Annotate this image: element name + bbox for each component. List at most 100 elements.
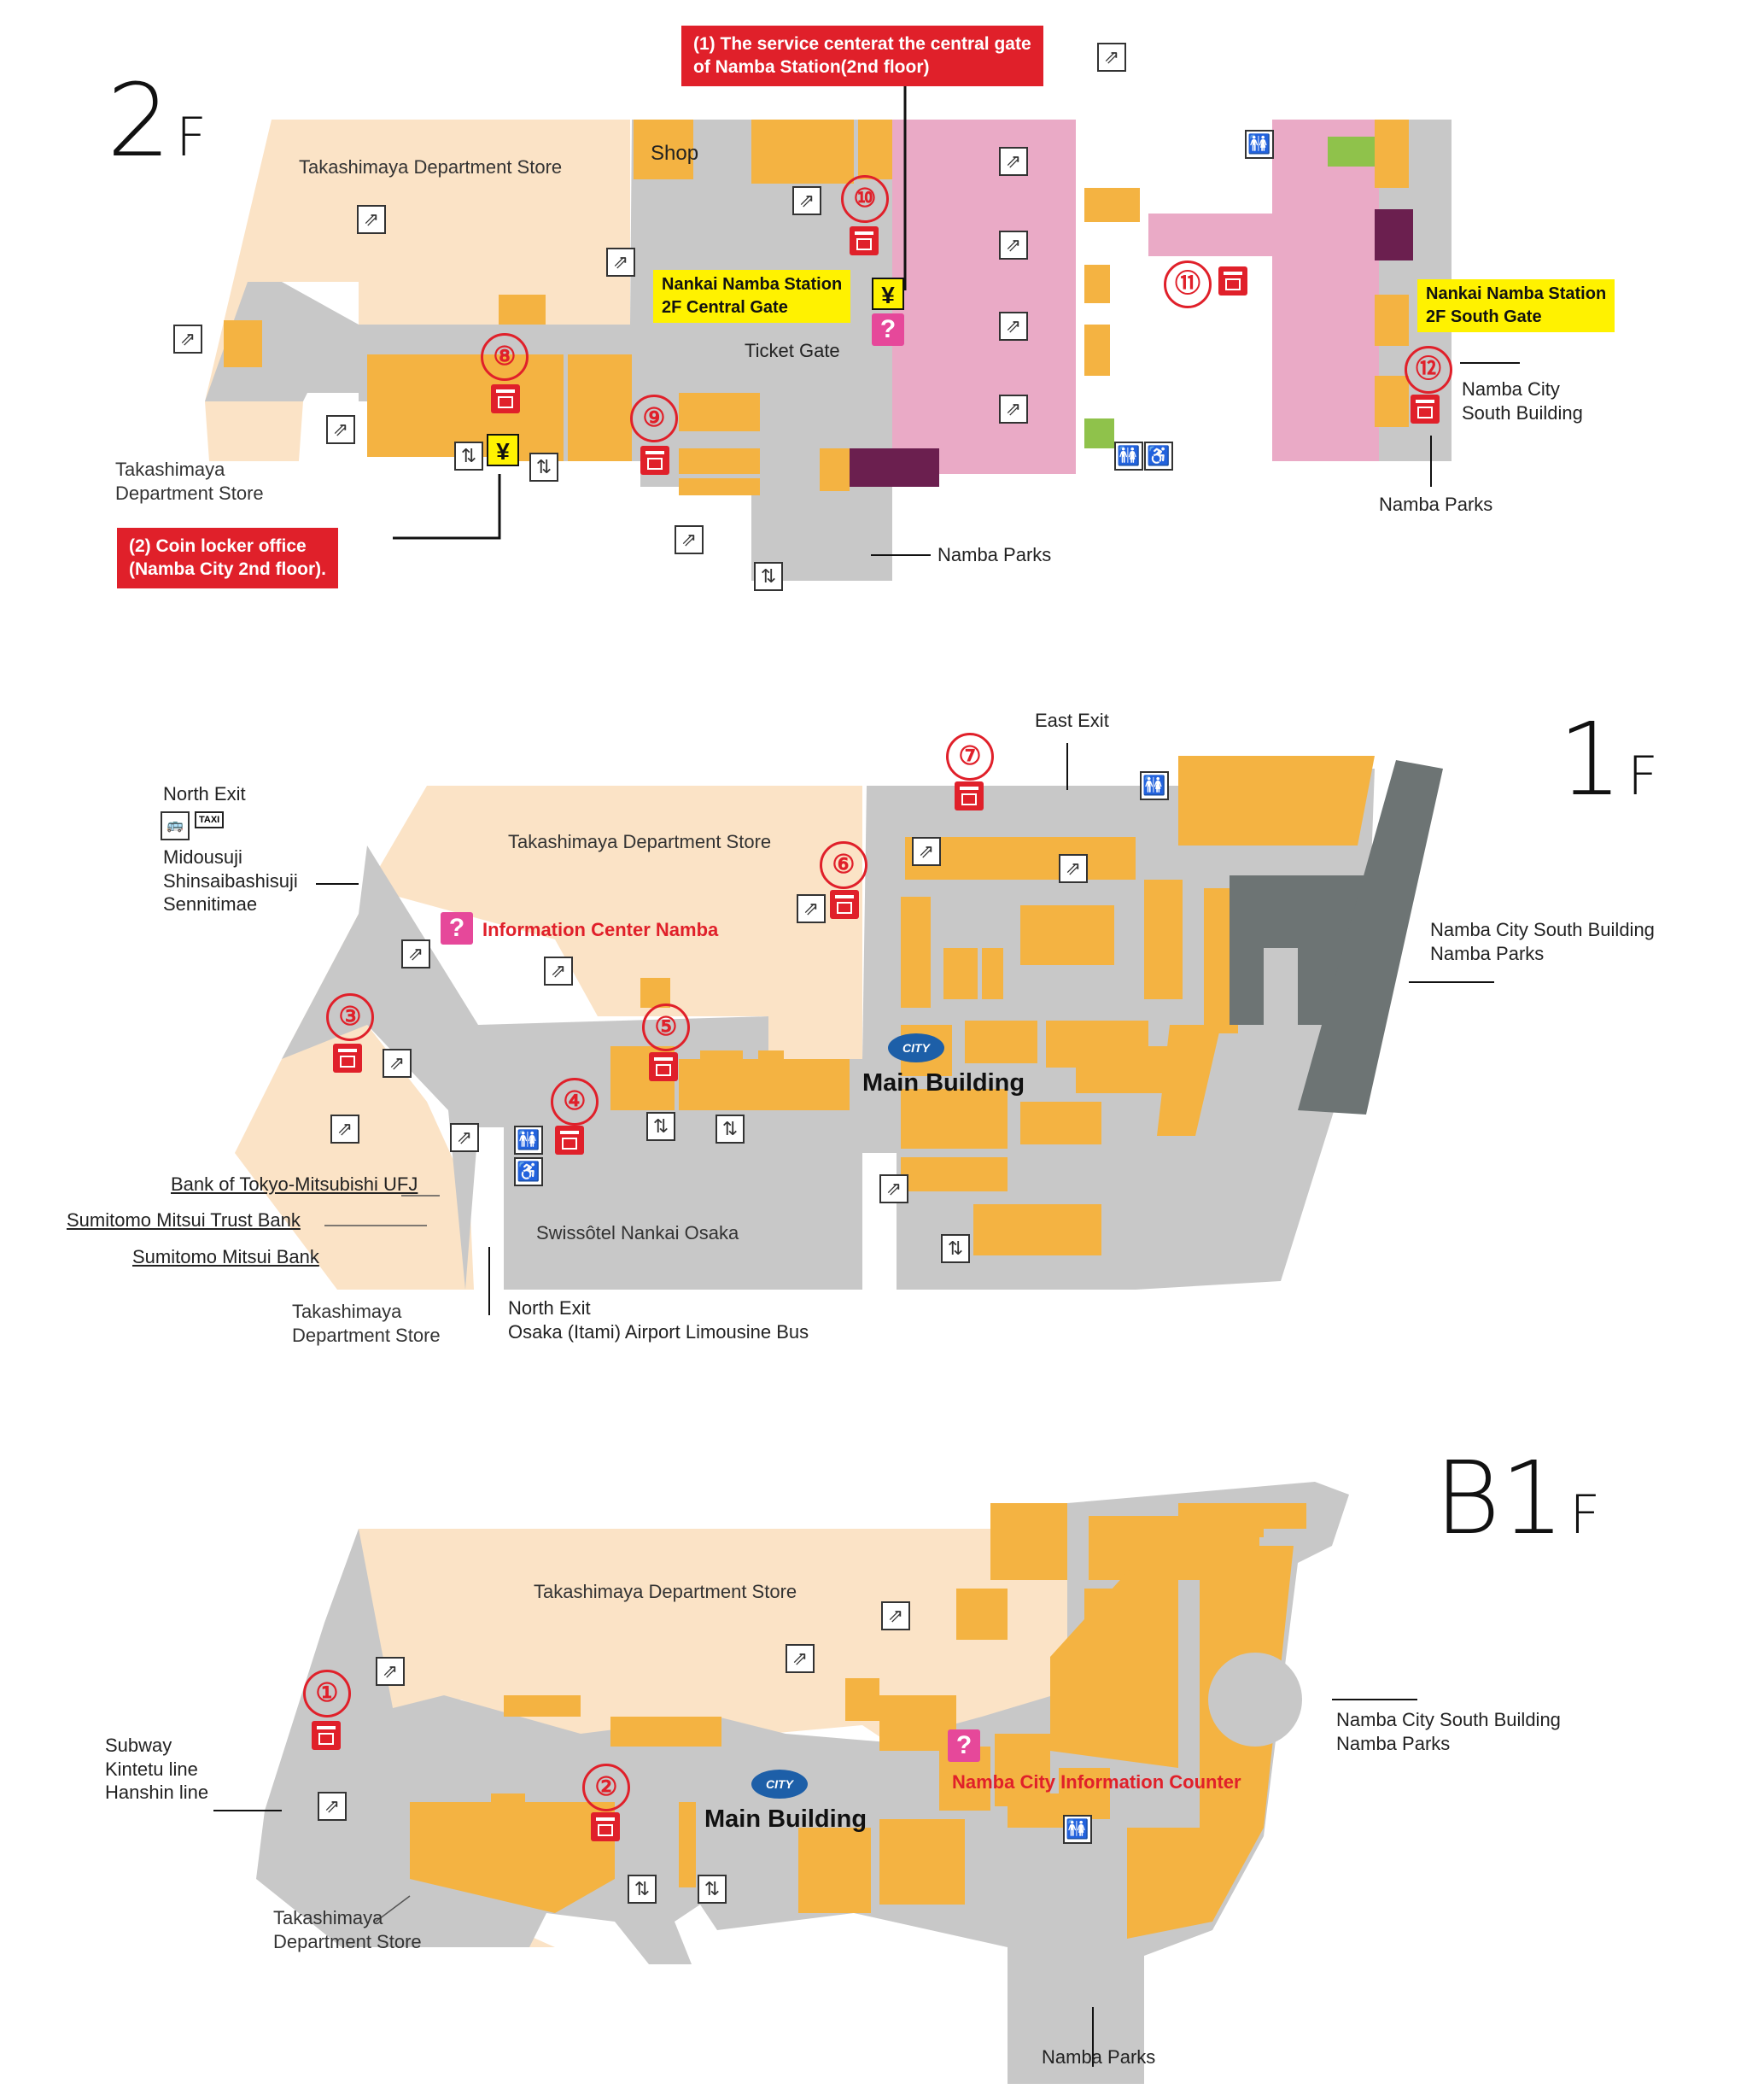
label-bank-mufj: Bank of Tokyo-Mitsubishi UFJ	[171, 1173, 418, 1195]
takashimaya-2f-left	[205, 401, 303, 461]
label-north-exit-destinations: Midousuji Shinsaibashisuji Sennitimae	[163, 846, 298, 915]
shop-b1	[410, 1802, 615, 1913]
shop-1f	[790, 1059, 850, 1106]
coin-locker-icon[interactable]	[955, 781, 984, 810]
shop-2f	[499, 295, 546, 325]
shop-1f	[905, 837, 1136, 880]
label-north-exit-top: North Exit	[163, 783, 246, 805]
restroom-icon: 🚻	[1245, 130, 1274, 159]
info-icon[interactable]: ?	[872, 313, 904, 346]
shop-2f	[1375, 120, 1409, 188]
locker-number-9: ⑨	[630, 395, 678, 442]
label-south-building-1f: Namba City South Building Namba Parks	[1430, 919, 1655, 964]
shop-1f	[965, 1021, 1037, 1063]
label-takashimaya-b1-top: Takashimaya Department Store	[534, 1581, 797, 1602]
escalator-icon: ⇗	[999, 395, 1028, 424]
escalator-icon: ⇗	[376, 1657, 405, 1686]
coin-locker-icon[interactable]	[649, 1052, 678, 1081]
locker-number-1: ①	[303, 1670, 351, 1717]
escalator-icon: ⇗	[357, 205, 386, 234]
locker-number-7: ⑦	[946, 733, 994, 781]
shop-1f	[1157, 1025, 1221, 1136]
gate-central-2f: Nankai Namba Station 2F Central Gate	[653, 270, 851, 323]
escalator-icon: ⇗	[675, 525, 704, 554]
coin-locker-icon[interactable]	[312, 1721, 341, 1750]
namba-city-logo: CITY	[751, 1770, 808, 1799]
shop-2f	[1084, 265, 1110, 303]
shop-b1	[845, 1678, 879, 1721]
coin-locker-icon[interactable]	[591, 1812, 620, 1841]
label-bank-smtb: Sumitomo Mitsui Trust Bank	[67, 1209, 301, 1231]
bridge-2f	[1148, 214, 1272, 256]
shop-b1	[679, 1802, 696, 1887]
label-takashimaya-1f-bottom: Takashimaya Department Store	[292, 1301, 441, 1346]
escalator-icon: ⇗	[330, 1115, 359, 1144]
escalator-icon: ⇗	[881, 1601, 910, 1630]
locker-number-2: ②	[582, 1764, 630, 1811]
floor-number: B1	[1434, 1439, 1565, 1557]
yen-icon[interactable]: ¥	[487, 434, 519, 466]
info-icon[interactable]: ?	[948, 1729, 980, 1762]
taxi-icon: TAXI	[195, 811, 225, 828]
shop-2f	[568, 354, 632, 461]
shop-1f	[973, 1204, 1101, 1255]
elevator-icon: ⇅	[941, 1234, 970, 1263]
nankai-station-2f	[892, 120, 1076, 474]
floor-title-2f: 2F	[107, 70, 207, 171]
coin-locker-icon[interactable]	[491, 384, 520, 413]
elevator-icon: ⇅	[529, 453, 558, 482]
escalator-icon: ⇗	[383, 1049, 412, 1078]
coin-locker-icon[interactable]	[830, 890, 859, 919]
label-shop-2f: Shop	[651, 142, 699, 165]
locker-number-10: ⑩	[841, 175, 889, 223]
coin-locker-icon[interactable]	[1411, 395, 1440, 424]
staff-booth-2f-south	[1375, 209, 1413, 260]
escalator-icon: ⇗	[606, 248, 635, 277]
corridor-1f	[282, 769, 1375, 1290]
label-namba-parks-2f-south: Namba Parks	[1379, 494, 1493, 515]
yen-icon[interactable]: ¥	[872, 278, 904, 310]
shop-1f	[1076, 1046, 1170, 1093]
bus-icon: 🚌	[161, 811, 190, 840]
wheelchair-icon: ♿	[514, 1157, 543, 1186]
label-takashimaya-2f-left: Takashimaya Department Store	[115, 459, 264, 504]
locker-number-8: ⑧	[481, 333, 529, 381]
shop-b1	[504, 1695, 581, 1717]
coin-locker-icon[interactable]	[850, 226, 879, 255]
shop-2f	[1375, 295, 1409, 346]
parking-bridge-1f	[1298, 760, 1443, 1115]
shop-1f	[901, 1157, 1008, 1191]
coin-locker-icon[interactable]	[333, 1044, 362, 1073]
label-namba-parks-2f: Namba Parks	[937, 544, 1052, 565]
shop-2f	[1084, 188, 1140, 222]
floor-letter: F	[176, 106, 207, 168]
label-swissotel: Swissôtel Nankai Osaka	[536, 1222, 739, 1243]
elevator-icon: ⇅	[454, 442, 483, 471]
coin-locker-icon[interactable]	[555, 1126, 584, 1155]
shop-1f	[901, 897, 931, 1008]
floor-letter: F	[1569, 1483, 1601, 1546]
floor-number: 2	[107, 61, 172, 179]
shop-1f	[700, 1050, 743, 1076]
locker-number-3: ③	[326, 993, 374, 1041]
shop-2f	[751, 120, 854, 184]
plaza-b1	[1208, 1653, 1302, 1747]
label-ticket-gate: Ticket Gate	[745, 340, 840, 361]
info-icon[interactable]: ?	[441, 912, 473, 945]
floor-title-1f: 1F	[1558, 709, 1658, 810]
staff-booth-2f	[850, 448, 939, 487]
coin-locker-icon[interactable]	[640, 446, 669, 475]
elevator-icon: ⇅	[698, 1875, 727, 1904]
locker-number-5: ⑤	[642, 1004, 690, 1051]
shop-2f	[820, 448, 850, 491]
coin-locker-icon[interactable]	[1218, 266, 1247, 296]
gate-south-2f: Nankai Namba Station 2F South Gate	[1417, 279, 1615, 332]
label-takashimaya-2f-top: Takashimaya Department Store	[299, 156, 563, 178]
escalator-icon: ⇗	[786, 1644, 815, 1673]
shop-1f	[1020, 1102, 1101, 1144]
wheelchair-icon: ♿	[1144, 442, 1173, 471]
locker-number-4: ④	[551, 1078, 599, 1126]
shop-2f	[224, 320, 262, 367]
shop-b1	[879, 1819, 965, 1905]
